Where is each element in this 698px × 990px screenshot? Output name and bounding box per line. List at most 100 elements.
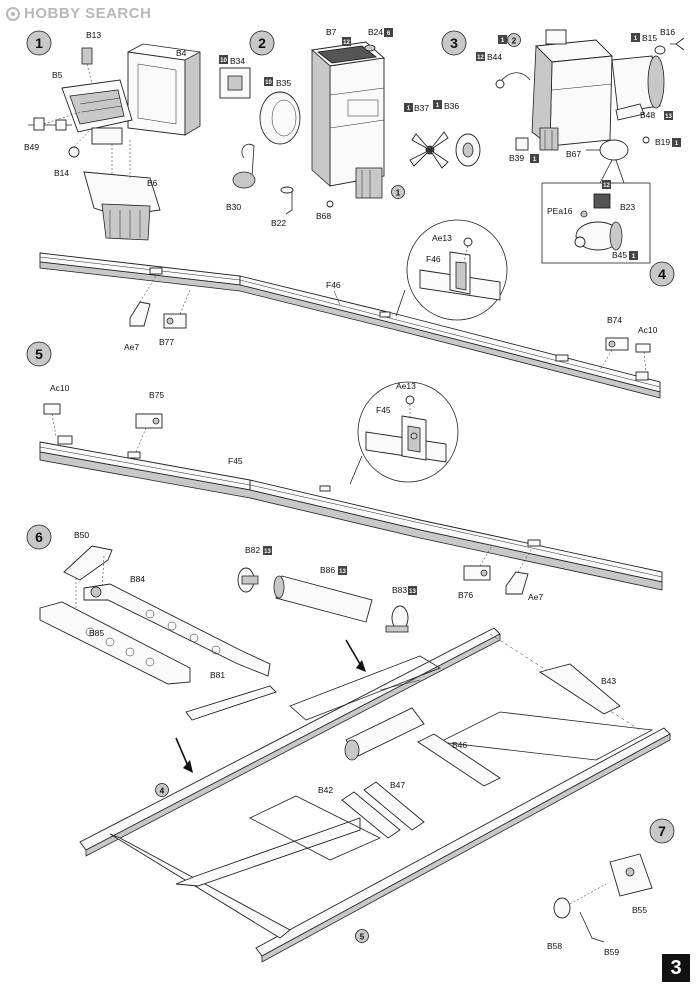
label-b37: B37 — [414, 103, 429, 113]
tag-12-b7: 12 — [343, 40, 350, 46]
label-f46: F46 — [326, 280, 341, 290]
step-1-badge — [26, 30, 52, 56]
assembly-arrow-2-head — [183, 760, 193, 773]
svg-text:12: 12 — [603, 183, 610, 189]
label-b13: B13 — [86, 30, 101, 40]
label-b76: B76 — [458, 590, 473, 600]
svg-text:1: 1 — [436, 103, 440, 109]
svg-text:13: 13 — [339, 569, 346, 575]
step-7-badge — [649, 818, 675, 844]
tank-assembly — [344, 707, 425, 761]
step-2-ref-number: 2 — [512, 37, 517, 46]
label-b39: B39 — [509, 153, 524, 163]
engine-assembly-b7: 12 B7 — [310, 27, 386, 199]
tag-10-b34: 10 — [220, 58, 227, 64]
step-7: 7 B55 B58 B59 — [547, 818, 675, 957]
step-5-number: 5 — [35, 346, 43, 362]
svg-text:1: 1 — [501, 38, 505, 44]
label-b48: B48 — [640, 110, 655, 120]
step-2: 2 10 B34 10 B35 B30 — [219, 27, 405, 228]
part-b24: B24 6 — [364, 27, 393, 52]
f45-detail-circle: Ae13 F45 — [349, 381, 459, 485]
label-b50: B50 — [74, 530, 89, 540]
step-4-number: 4 — [658, 266, 666, 282]
label-b6: B6 — [147, 178, 158, 188]
assembly-arrow-1-head — [356, 660, 366, 672]
part-b14 — [68, 129, 91, 158]
step-3-badge — [441, 30, 467, 56]
step-6: 6 B50 B84 B85 — [26, 524, 671, 963]
radiator-frame-b4 — [127, 43, 201, 136]
step-2-badge — [249, 30, 275, 56]
label-b4: B4 — [176, 48, 187, 58]
step-6-number: 6 — [35, 529, 43, 545]
label-b75: B75 — [149, 390, 164, 400]
label-b35: B35 — [276, 78, 291, 88]
svg-text:12: 12 — [477, 55, 484, 61]
part-b34: 10 B34 — [219, 55, 251, 99]
label-b83: B83 — [392, 585, 407, 595]
f46-detail-circle: Ae13 F46 — [395, 219, 508, 321]
watermark: HOBBY SEARCH — [6, 5, 151, 22]
part-b45: B45 1 — [574, 221, 638, 260]
label-b85: B85 — [89, 628, 104, 638]
svg-text:1: 1 — [675, 141, 679, 147]
label-f45-detail: F45 — [376, 405, 391, 415]
step-1-ref-number: 1 — [396, 189, 401, 198]
step-5-badge — [26, 341, 52, 367]
part-ac10-a: Ac10 — [635, 325, 658, 373]
label-ac10-a: Ac10 — [638, 325, 658, 335]
label-b14: B14 — [54, 168, 69, 178]
part-b67: B67 — [566, 149, 581, 159]
label-b58: B58 — [547, 941, 562, 951]
part-b85: B85 — [39, 601, 191, 685]
part-b43: B43 — [538, 663, 621, 715]
part-b36-pulley: 1 B36 — [433, 100, 481, 167]
label-b74: B74 — [607, 315, 622, 325]
label-b55: B55 — [632, 905, 647, 915]
part-ae7-b: Ae7 — [505, 547, 543, 602]
label-ae13-a: Ae13 — [432, 233, 452, 243]
label-b45: B45 — [612, 250, 627, 260]
svg-text:1: 1 — [533, 157, 537, 163]
label-ae7-b: Ae7 — [528, 592, 543, 602]
part-b44: 12 B44 — [476, 52, 531, 89]
label-b43: B43 — [601, 676, 616, 686]
assembly-arrow-1 — [345, 639, 361, 665]
step-1-reference: 1 — [391, 185, 405, 199]
label-b16: B16 — [660, 27, 675, 37]
label-b7: B7 — [326, 27, 337, 37]
label-b15: B15 — [642, 33, 657, 43]
label-b68: B68 — [316, 211, 331, 221]
step-5: 5 F45 Ae13 — [26, 341, 663, 602]
step-1: 1 — [24, 30, 201, 241]
label-b22: B22 — [271, 218, 286, 228]
assembly-arrow-2 — [175, 737, 189, 767]
step-4-badge — [649, 261, 675, 287]
label-b49: B49 — [24, 142, 39, 152]
starter-detail-box: 12 B23 PEa16 B45 1 — [541, 159, 651, 264]
label-b44: B44 — [487, 52, 502, 62]
part-ac10-b: Ac10 — [43, 383, 70, 437]
part-b15: 1 B15 — [631, 33, 666, 55]
label-b59: B59 — [604, 947, 619, 957]
part-b77: B77 — [159, 289, 191, 347]
generator-unit — [611, 55, 665, 113]
part-b47: B47 — [363, 780, 425, 831]
part-b83: B83 13 — [385, 585, 417, 633]
part-b49 — [28, 111, 81, 131]
part-b16: B16 — [660, 27, 685, 51]
part-b48: B48 13 — [615, 103, 673, 121]
part-b42: B42 — [318, 785, 401, 839]
oil-pan-b6 — [83, 140, 161, 241]
svg-text:1: 1 — [634, 36, 638, 42]
step-4-ref-number: 4 — [160, 787, 165, 796]
label-ae7-a: Ae7 — [124, 342, 139, 352]
part-b46: B46 — [417, 733, 501, 787]
tag-6-b24: 6 — [387, 31, 391, 37]
part-b30: B30 — [226, 143, 256, 212]
step-3: 3 1 2 — [404, 27, 685, 264]
svg-text:13: 13 — [665, 114, 672, 120]
